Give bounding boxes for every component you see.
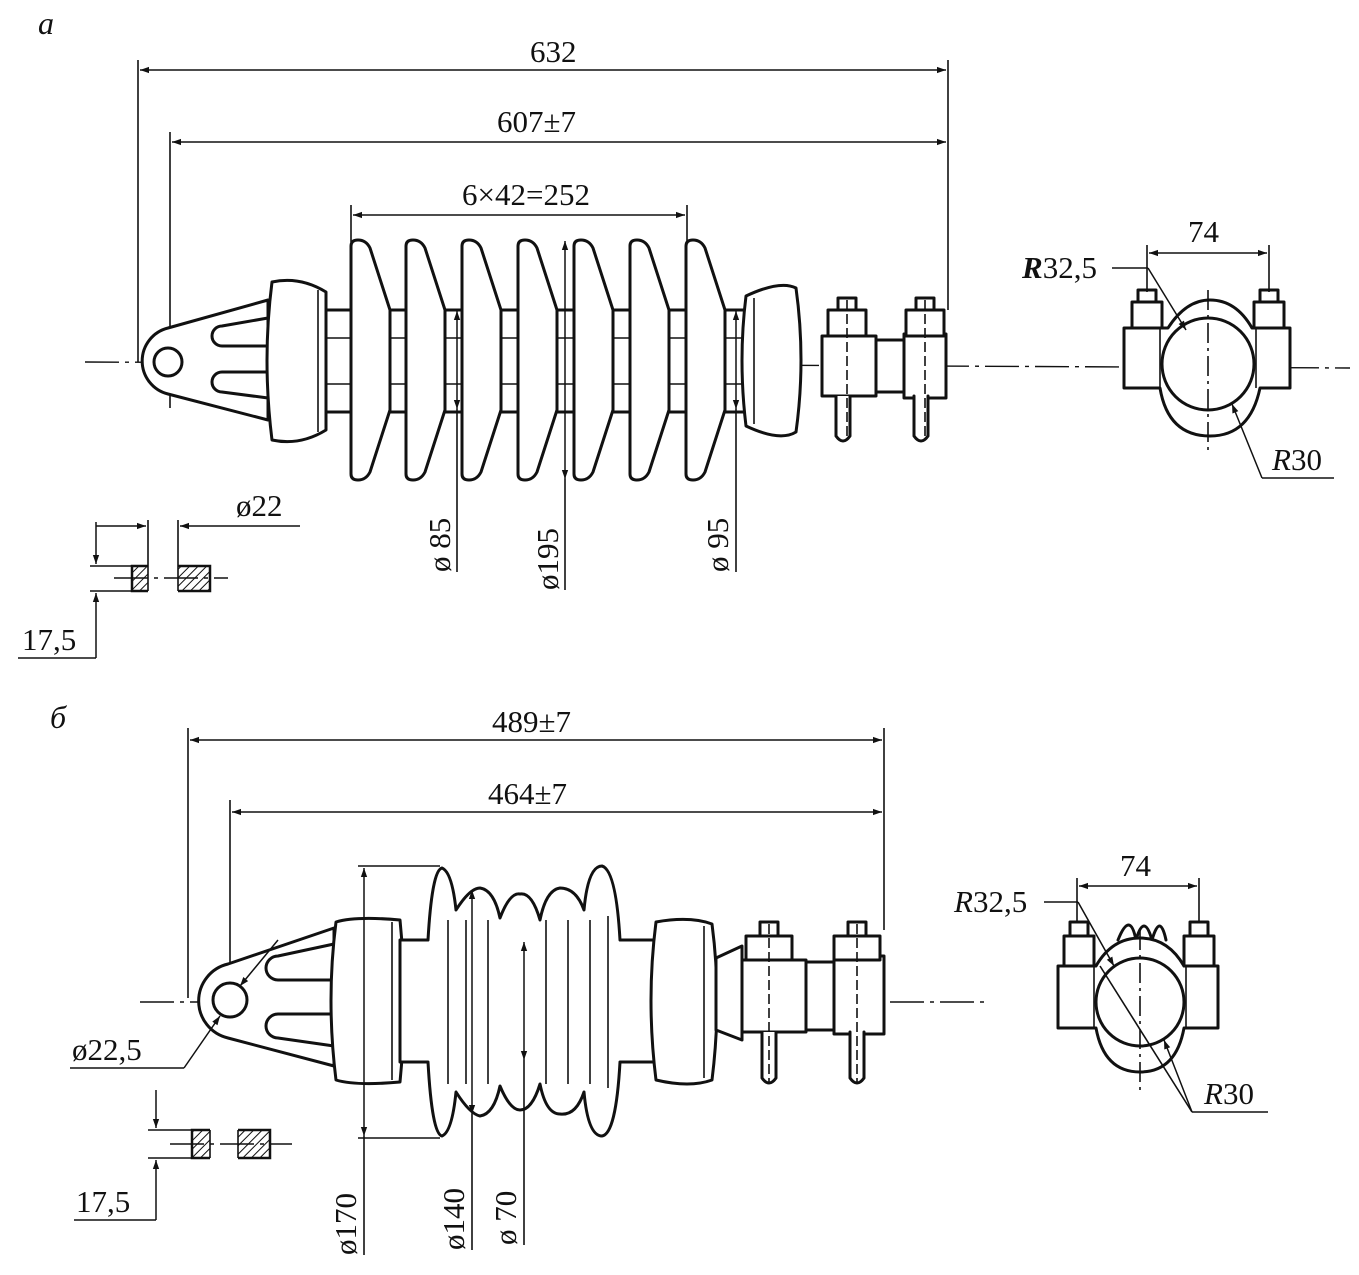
left-end-fitting <box>140 298 270 422</box>
dim-r30-a: R30 <box>1271 442 1322 477</box>
figure-a: а 632 607±7 6×42=252 <box>18 5 1351 659</box>
figure-b-label: б <box>50 699 67 735</box>
sheds-b <box>398 864 658 1138</box>
clamp-end-view-b: 74 R32,5 R30 <box>953 848 1268 1113</box>
dim-clamp-74-a: 74 <box>1188 214 1220 249</box>
right-flange-b <box>649 917 719 1086</box>
left-end-fitting-b <box>197 926 336 1068</box>
dim-464: 464±7 <box>488 776 567 811</box>
eye-section-a: ø22 17,5 <box>18 488 300 659</box>
dim-d170: ø170 <box>328 1193 363 1255</box>
dim-607: 607±7 <box>497 104 576 139</box>
dim-hole-22: ø22 <box>236 488 283 523</box>
left-flange-b <box>329 916 406 1086</box>
dim-thickness-b: 17,5 <box>76 1184 130 1219</box>
figure-a-label: а <box>38 5 54 41</box>
eye-section-b: 17,5 <box>74 1090 292 1221</box>
dim-r30-b: R30 <box>1203 1076 1254 1111</box>
dim-thickness-a: 17,5 <box>22 622 76 657</box>
dim-r32-b: R32,5 <box>953 884 1027 919</box>
clamp-end-view-a: 74 R32,5 R30 <box>1021 214 1334 479</box>
dim-clamp-74-b: 74 <box>1120 848 1152 883</box>
terminal-clamp-a <box>820 296 948 443</box>
dim-632: 632 <box>530 34 577 69</box>
dim-shed-pitch: 6×42=252 <box>462 177 590 212</box>
dim-d85: ø 85 <box>422 518 457 572</box>
dim-d140: ø140 <box>436 1188 471 1250</box>
left-flange <box>265 278 328 444</box>
terminal-clamp-b <box>714 920 886 1085</box>
dim-489: 489±7 <box>492 704 571 739</box>
dim-d95: ø 95 <box>700 518 735 572</box>
figure-b: б 489±7 464±7 <box>50 699 1268 1255</box>
dim-d70: ø 70 <box>488 1191 523 1245</box>
dim-hole-22-5: ø22,5 <box>72 1032 142 1067</box>
dim-r32-a: R32,5 <box>1021 250 1097 285</box>
sheds-a <box>349 238 727 482</box>
right-flange <box>740 283 803 438</box>
dim-d195: ø195 <box>530 528 565 590</box>
